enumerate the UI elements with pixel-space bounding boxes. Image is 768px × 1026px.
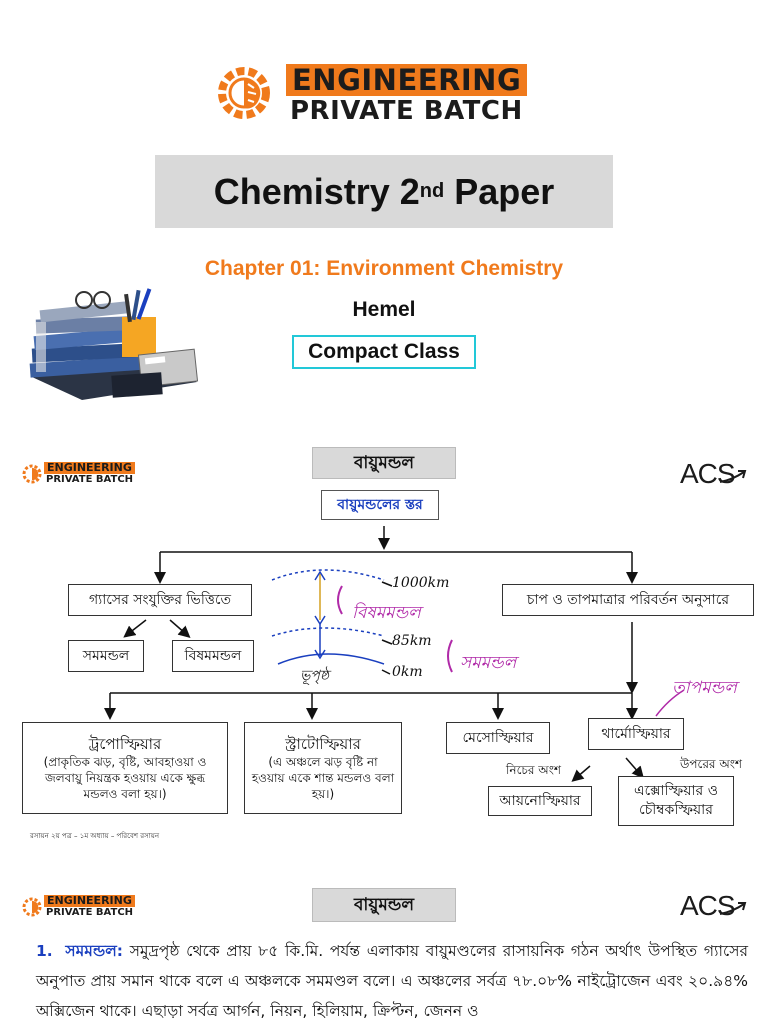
gear-brain-icon <box>22 464 42 484</box>
slide3-logo: ENGINEERING PRIVATE BATCH <box>22 895 140 921</box>
hand-label-heterosphere: বিষমমন্ডল <box>352 603 421 623</box>
hand-label-surface: ভূপৃষ্ঠ <box>300 668 330 684</box>
lower-part-label: নিচের অংশ <box>506 763 561 777</box>
branch-gas-composition-label: গ্যাসের সংযুক্তির ভিত্তিতে <box>88 591 231 608</box>
homosphere-paragraph: 1. সমমন্ডল: সমুদ্রপৃষ্ঠ থেকে প্রায় ৮৫ ক… <box>36 936 748 1026</box>
logo-line-1: ENGINEERING <box>44 462 135 474</box>
mesosphere-box: মেসোস্ফিয়ার <box>446 722 550 754</box>
class-type-badge: Compact Class <box>292 335 476 369</box>
troposphere-title: ট্রপোস্ফিয়ার <box>88 734 162 753</box>
hand-label-homosphere: সমমন্ডল <box>460 653 517 673</box>
slide2-heading: বায়ুমন্ডল <box>312 447 456 479</box>
troposphere-desc: (প্রাকৃতিক ঝড়, বৃষ্টি, আবহাওয়া ও জলবায… <box>43 754 207 802</box>
branch-pressure-temperature: চাপ ও তাপমাত্রার পরিবর্তন অনুসারে <box>502 584 754 616</box>
title-sup: nd <box>419 180 445 202</box>
logo-line-1: ENGINEERING <box>44 895 135 907</box>
mesosphere-label: মেসোস্ফিয়ার <box>462 729 534 746</box>
hand-label-85km: 85km <box>392 633 432 649</box>
exosphere-box: এক্সোস্ফিয়ার ও চৌম্বকস্ফিয়ার <box>618 776 734 826</box>
ionosphere-label: আয়নোস্ফিয়ার <box>499 792 581 809</box>
atmosphere-layers-label: বায়ুমন্ডলের স্তর <box>337 496 423 513</box>
exosphere-label: এক্সোস্ফিয়ার ও চৌম্বকস্ফিয়ার <box>633 783 718 818</box>
item-text: সমুদ্রপৃষ্ঠ থেকে প্রায় ৮৫ কি.মি. পর্যন্… <box>36 942 748 1020</box>
slide2-footer: রসায়ন ২য় পত্র – ১ম অধ্যায় – পরিবেশ রস… <box>30 832 160 840</box>
books-calculator-illustration <box>29 288 199 400</box>
thermosphere-box: থার্মোস্ফিয়ার <box>588 718 684 750</box>
logo-line-2: PRIVATE BATCH <box>290 96 523 126</box>
logo-line-2: PRIVATE BATCH <box>46 907 134 918</box>
hand-label-0km: 0km <box>392 664 423 680</box>
engineering-private-batch-logo: ENGINEERING PRIVATE BATCH <box>214 58 554 128</box>
ionosphere-box: আয়নোস্ফিয়ার <box>488 786 592 816</box>
stratosphere-desc: (এ অঞ্চলে ঝড় বৃষ্টি না হওয়ায় একে শান্… <box>251 754 395 802</box>
hand-label-thermosphere: তাপমন্ডল <box>672 678 737 698</box>
stratosphere-title: স্ট্রাটোস্ফিয়ার <box>285 734 361 753</box>
chapter-title: Chapter 01: Environment Chemistry <box>204 257 564 280</box>
heterosphere-box: বিষমমন্ডল <box>172 640 254 672</box>
logo-line-1: ENGINEERING <box>286 64 528 96</box>
acs-text: ACS <box>680 890 736 921</box>
acs-logo: ACS <box>680 890 747 922</box>
hand-label-1000km: 1000km <box>392 575 450 591</box>
slide2-logo: ENGINEERING PRIVATE BATCH <box>22 462 140 488</box>
upper-part-label: উপরের অংশ <box>680 757 742 771</box>
teacher-name: Hemel <box>352 298 416 321</box>
swoosh-icon <box>719 470 747 483</box>
slide3-heading: বায়ুমন্ডল <box>312 888 456 922</box>
branch-gas-composition: গ্যাসের সংযুক্তির ভিত্তিতে <box>68 584 252 616</box>
troposphere-box: ট্রপোস্ফিয়ার (প্রাকৃতিক ঝড়, বৃষ্টি, আব… <box>22 722 228 814</box>
thermosphere-label: থার্মোস্ফিয়ার <box>601 725 671 742</box>
stratosphere-box: স্ট্রাটোস্ফিয়ার (এ অঞ্চলে ঝড় বৃষ্টি না… <box>244 722 402 814</box>
homosphere-box: সমমন্ডল <box>68 640 144 672</box>
acs-logo: ACS <box>680 458 747 490</box>
item-number: 1. <box>36 942 53 960</box>
atmosphere-layers-box: বায়ুমন্ডলের স্তর <box>321 490 439 520</box>
homosphere-label: সমমন্ডল <box>82 647 130 664</box>
branch-pressure-temperature-label: চাপ ও তাপমাত্রার পরিবর্তন অনুসারে <box>526 591 730 608</box>
swoosh-icon <box>719 902 747 915</box>
heterosphere-label: বিষমমন্ডল <box>184 647 242 664</box>
item-term: সমমন্ডল: <box>65 942 123 960</box>
gear-brain-icon <box>22 897 42 917</box>
acs-text: ACS <box>680 458 736 489</box>
logo-line-2: PRIVATE BATCH <box>46 474 134 485</box>
title-main: Chemistry 2 <box>213 170 420 212</box>
gear-brain-icon <box>218 67 270 119</box>
title-end: Paper <box>444 170 555 212</box>
